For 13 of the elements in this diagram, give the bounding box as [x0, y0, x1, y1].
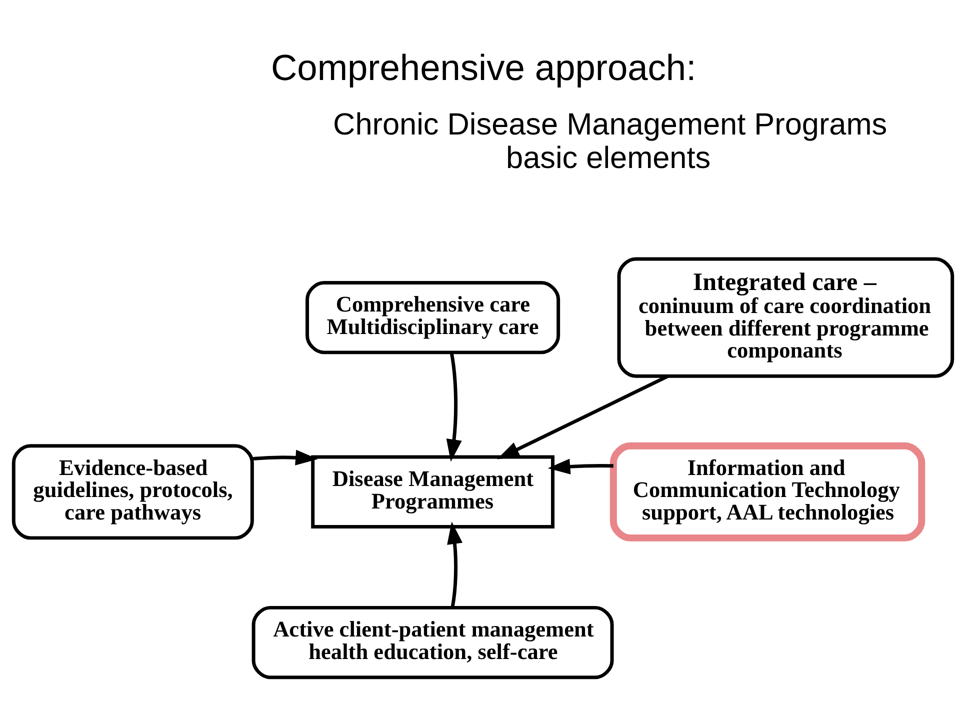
node-box: Information and Communication Technology support, AAL technologies	[610, 442, 926, 541]
node-box: Comprehensive care Multidisciplinary care	[306, 280, 560, 354]
diagram-title: Comprehensive approach:	[270, 46, 696, 88]
label: Chronic Disease Management Programs basic elements	[333, 106, 888, 174]
arrow	[252, 449, 318, 465]
node-box: Integrated care – coninuum of care coordination between different programme componants	[617, 256, 954, 378]
node-box: Active client-patient management health education, self-care	[252, 605, 614, 679]
arrow	[447, 521, 463, 608]
node-box: Disease Management Programmes	[311, 454, 554, 528]
arrow	[497, 374, 668, 459]
arrow	[548, 458, 614, 474]
node-box: Evidence-based guidelines, protocols, care pathways	[12, 444, 254, 540]
arrow	[446, 352, 462, 462]
